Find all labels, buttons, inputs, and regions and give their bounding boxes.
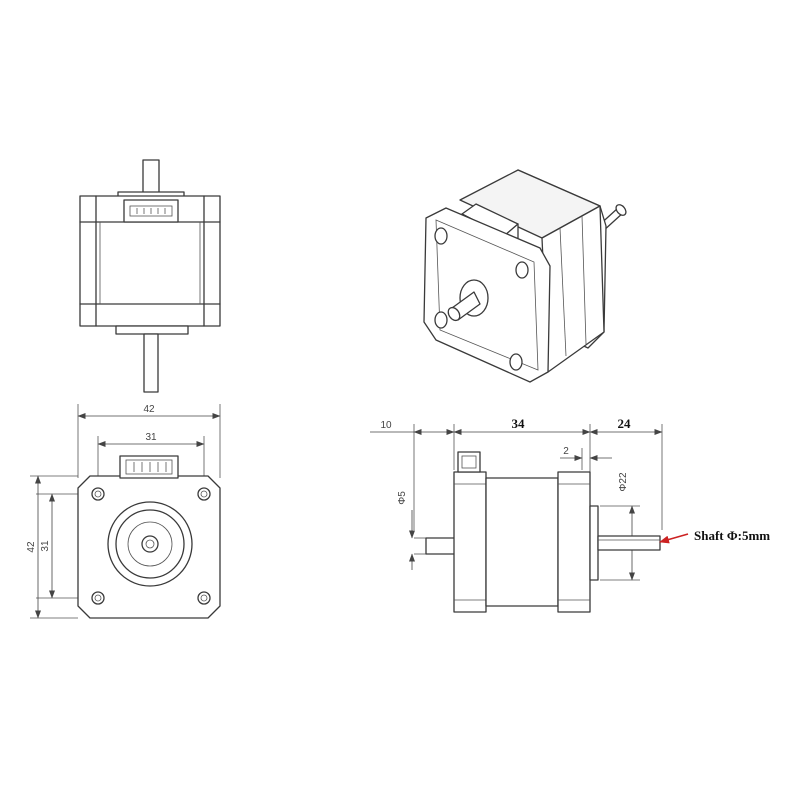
- top-view: [79, 159, 221, 393]
- iso-hole-top-left: [434, 227, 448, 245]
- hole-spacing-dimension-label: 31: [145, 432, 157, 443]
- top-view-boss: [115, 325, 189, 335]
- front-shaft: [141, 535, 159, 553]
- front-hole-bottom-right: [197, 591, 211, 605]
- rear-shaft-diameter-label: Φ5: [397, 491, 408, 505]
- iso-hole-bottom-left: [434, 311, 448, 329]
- iso-hole-bottom-right: [509, 353, 523, 371]
- side-front-plate: [557, 471, 591, 613]
- side-front-shaft: [597, 535, 661, 551]
- rear-shaft-dimension-label: 10: [380, 420, 392, 431]
- shaft-note-leader: [659, 533, 689, 544]
- shaft-note: Shaft Φ:5mm: [694, 528, 770, 543]
- isometric-view: [423, 169, 627, 383]
- side-body: [485, 477, 559, 607]
- iso-hole-top-right: [515, 261, 529, 279]
- flange-step-dimension-label: 2: [563, 446, 569, 457]
- width-dimension-label: 42: [143, 404, 155, 415]
- height-dimension-label: 42: [26, 541, 37, 553]
- front-shaft-dimension-label: 24: [618, 416, 632, 431]
- top-view-lower-shaft: [143, 333, 159, 393]
- front-view-connector: [119, 455, 179, 479]
- vertical-hole-spacing-label: 31: [40, 540, 51, 552]
- side-rear-shaft: [425, 537, 457, 555]
- side-rear-plate: [453, 471, 487, 613]
- front-hole-top-left: [91, 487, 105, 501]
- boss-diameter-label: Φ22: [618, 472, 629, 492]
- top-view-upper-shaft: [142, 159, 160, 197]
- front-hole-bottom-left: [91, 591, 105, 605]
- side-view: 10 34 24 2 Φ5 Φ22 S: [370, 416, 770, 613]
- side-boss: [589, 505, 599, 581]
- front-view: 42 31 42 31: [26, 404, 221, 619]
- side-connector: [457, 451, 481, 473]
- body-length-dimension-label: 34: [512, 416, 526, 431]
- front-hole-top-right: [197, 487, 211, 501]
